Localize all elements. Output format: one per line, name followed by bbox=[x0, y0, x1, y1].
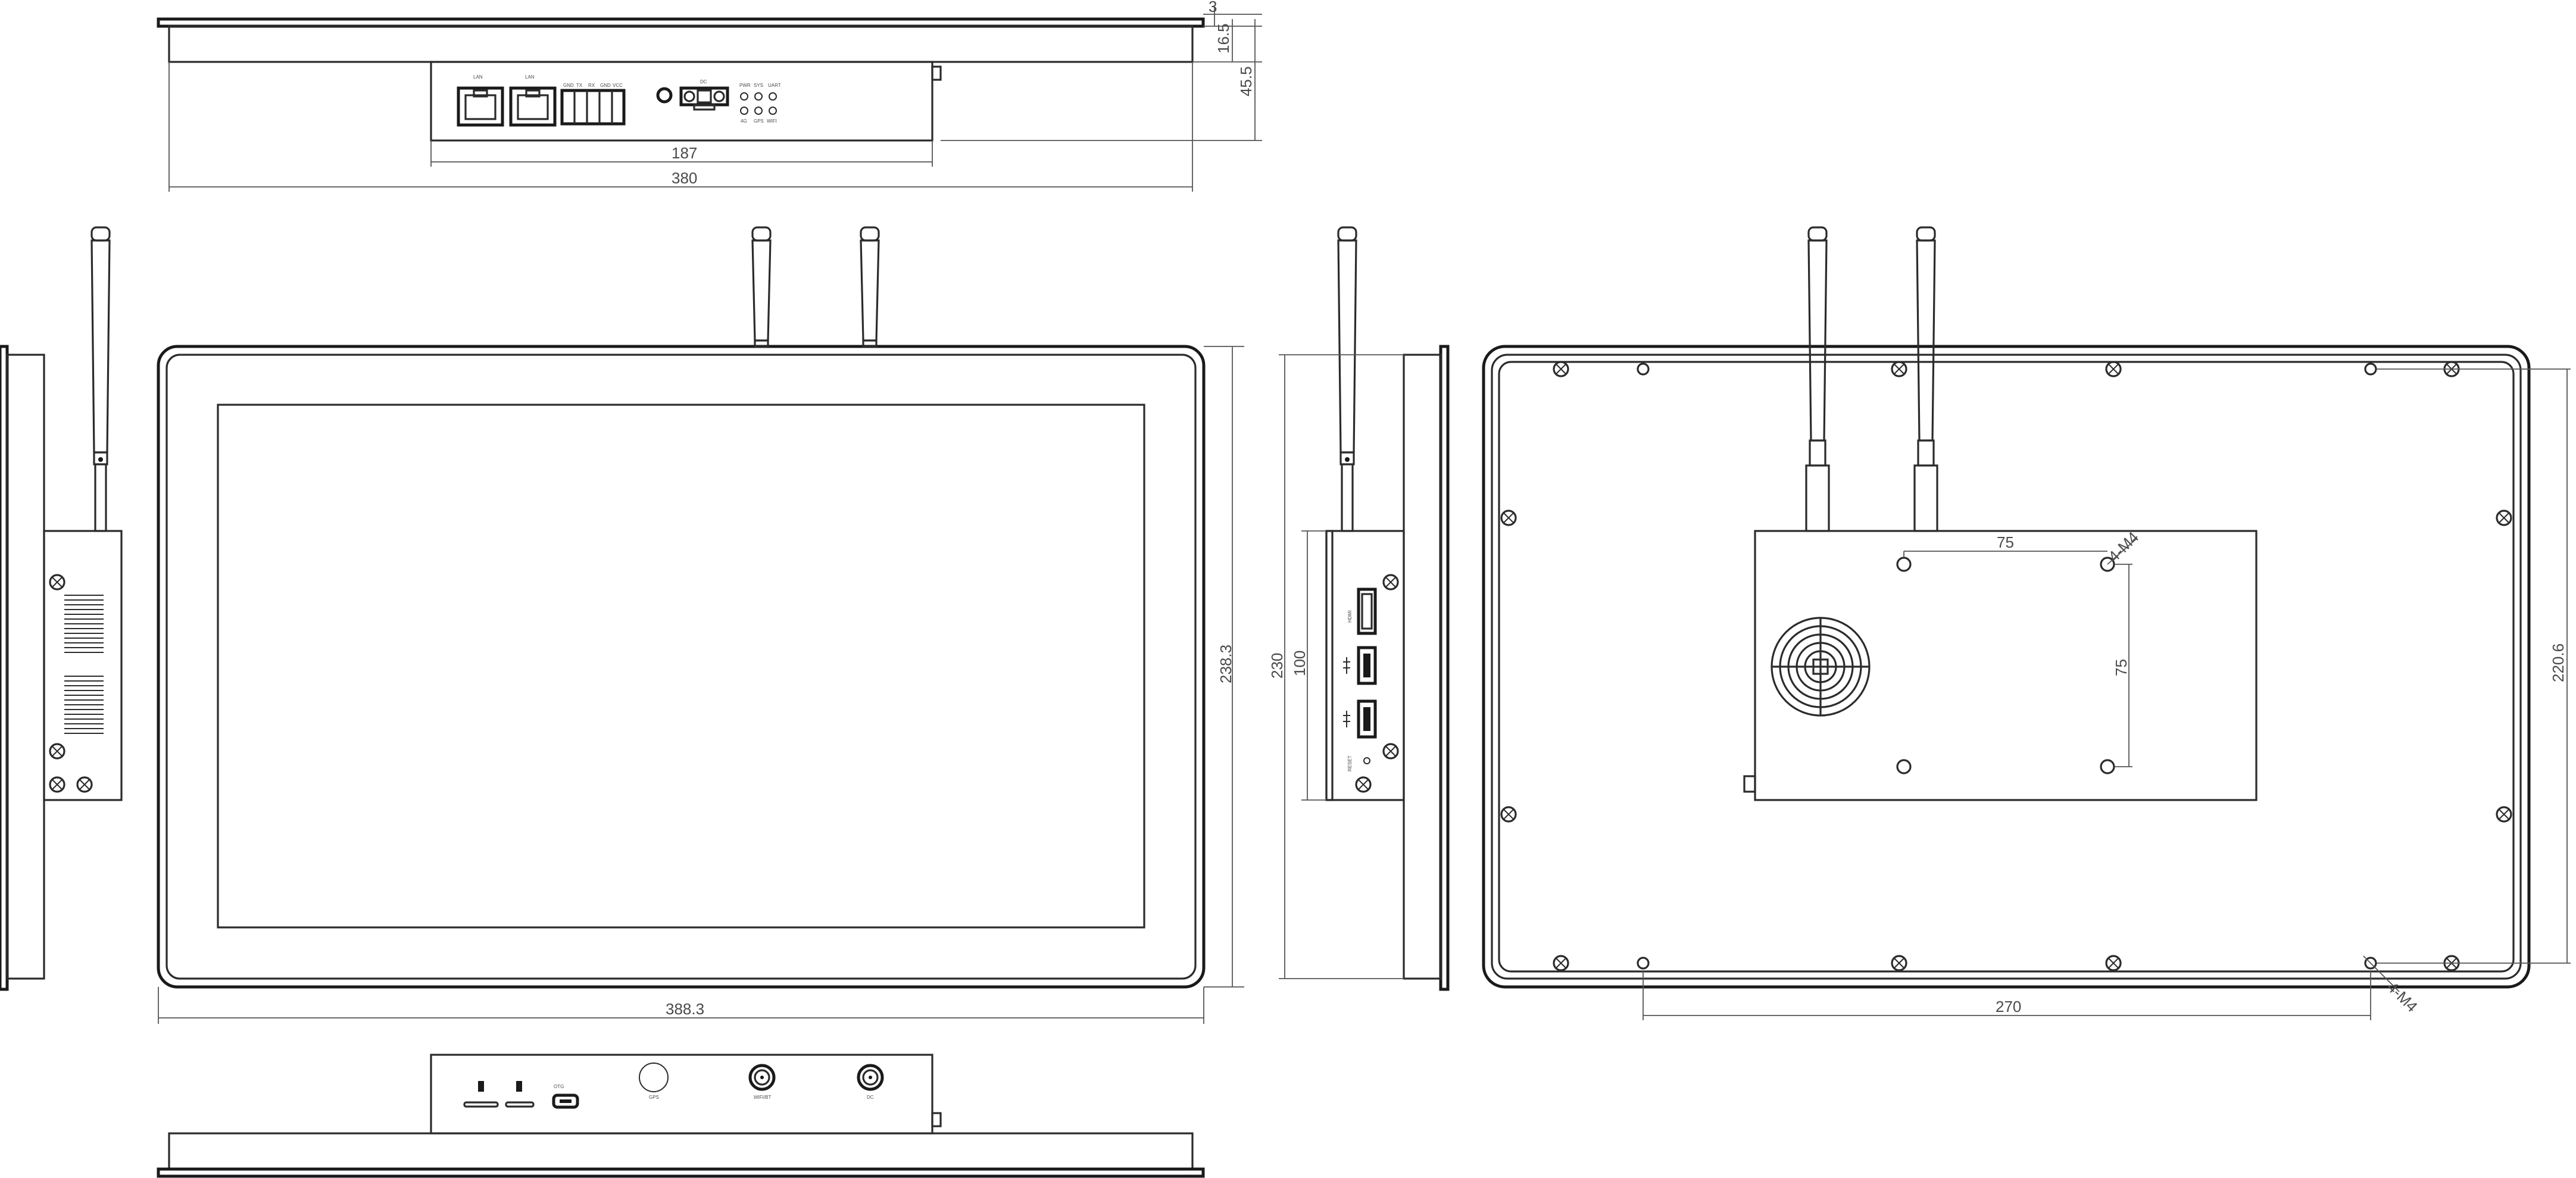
top-view-io-box bbox=[430, 61, 933, 142]
hdmi-label: HDMI bbox=[1347, 611, 1353, 623]
bottom-io-box bbox=[430, 1054, 933, 1135]
dim-mount-height: 220.6 bbox=[2549, 643, 2567, 682]
bottom-io-connector bbox=[931, 1112, 942, 1127]
left-antenna bbox=[90, 226, 111, 532]
led-label-2: SYS bbox=[754, 83, 763, 88]
dc-terminal: DC bbox=[679, 79, 729, 111]
uart-label-2: TX bbox=[576, 83, 583, 88]
dim-front-height: 238.3 bbox=[1217, 645, 1235, 683]
uart-label-4: GND bbox=[600, 83, 611, 88]
reset-label: RESET bbox=[1347, 755, 1353, 771]
dc-power-connector: DC bbox=[857, 1064, 884, 1100]
usb-icon-2 bbox=[1343, 711, 1350, 727]
dc-terminal-label: DC bbox=[700, 79, 707, 85]
sim-card-slot bbox=[505, 1081, 535, 1108]
led-label-5: GPS bbox=[754, 118, 764, 124]
left-side-screws bbox=[49, 574, 93, 793]
bottom-view-bezel bbox=[157, 1167, 1205, 1178]
rear-compute-box bbox=[1754, 530, 2257, 801]
rear-bezel-outer bbox=[1482, 345, 2531, 989]
left-side-view bbox=[0, 226, 123, 991]
right-side-bezel bbox=[1439, 345, 1450, 991]
front-bezel-outer bbox=[157, 345, 1206, 989]
lan-port-2: LAN bbox=[509, 74, 557, 127]
right-side-housing bbox=[1403, 354, 1442, 980]
front-antenna-1 bbox=[751, 226, 772, 348]
wifi-bt-connector: WIFI/BT bbox=[748, 1064, 776, 1100]
uart-label-1: GND bbox=[563, 83, 574, 88]
right-side-view: HDMI RESET 230 100 bbox=[1268, 226, 1450, 991]
bottom-view: OTG GPS WIFI/BT DC bbox=[157, 1054, 1205, 1178]
led-label-3: UART bbox=[768, 83, 781, 88]
reset-button bbox=[1363, 757, 1370, 764]
otg-port: OTG bbox=[552, 1084, 579, 1109]
rear-antenna-2 bbox=[1913, 226, 1938, 532]
dim-side-height: 230 bbox=[1268, 653, 1286, 679]
top-view-io-connector bbox=[931, 65, 942, 81]
dim-mount-spacing: 270 bbox=[1996, 998, 2021, 1015]
dim-side-box-height: 100 bbox=[1291, 651, 1309, 676]
led-indicators: PWR SYS UART 4G GPS WIFI bbox=[739, 83, 781, 124]
right-antenna bbox=[1337, 226, 1357, 532]
lan-port-1: LAN bbox=[457, 74, 504, 127]
rear-antenna-1 bbox=[1805, 226, 1830, 532]
dim-box-width: 187 bbox=[672, 144, 697, 162]
left-side-bezel bbox=[0, 345, 9, 991]
right-side-box-front bbox=[1325, 530, 1334, 801]
gps-connector: GPS bbox=[639, 1063, 669, 1100]
dim-vesa-horizontal: 75 bbox=[1997, 533, 2014, 551]
dim-top-thickness: 3 bbox=[1209, 0, 1217, 15]
right-side-screws bbox=[1355, 574, 1399, 793]
usb-icon-1 bbox=[1343, 657, 1350, 674]
wifi-label: WIFI/BT bbox=[754, 1095, 771, 1100]
rear-panel bbox=[1498, 361, 2515, 973]
left-side-vents bbox=[64, 595, 104, 734]
lan-label-2: LAN bbox=[525, 74, 535, 80]
top-view-bezel bbox=[157, 17, 1205, 28]
top-view: LAN LAN GND TX RX GND VCC bbox=[157, 0, 1262, 192]
dim-overall-width: 380 bbox=[672, 169, 697, 187]
usb-port-2 bbox=[1343, 699, 1377, 739]
uart-label-5: VCC bbox=[613, 83, 623, 88]
dim-vesa-screw: 4-M4 bbox=[2104, 528, 2142, 565]
uart-label-3: RX bbox=[588, 83, 595, 88]
sd-card-slot bbox=[463, 1081, 499, 1108]
dc-label: DC bbox=[867, 1095, 874, 1100]
gps-label: GPS bbox=[649, 1095, 659, 1100]
front-bezel-inner bbox=[166, 354, 1197, 980]
led-label-6: WIFI bbox=[767, 118, 777, 124]
rear-bezel-inner bbox=[1491, 354, 2522, 980]
rear-view: 75 75 4-M4 270 220.6 4-M4 bbox=[1482, 226, 2571, 1020]
dim-mount-screw: 4-M4 bbox=[2384, 978, 2421, 1015]
cooling-fan-grille bbox=[1771, 617, 1871, 717]
rear-mount-holes bbox=[1637, 363, 2377, 970]
led-label-4: 4G bbox=[741, 118, 747, 124]
led-label-1: PWR bbox=[739, 83, 751, 88]
dim-top-bezel-depth: 16.5 bbox=[1214, 23, 1232, 54]
rear-mount-screws bbox=[1500, 361, 2512, 971]
usb-port-1 bbox=[1343, 646, 1377, 685]
front-screen-area bbox=[217, 404, 1145, 929]
uart-terminal-block: GND TX RX GND VCC bbox=[560, 83, 626, 126]
bottom-view-housing bbox=[168, 1132, 1194, 1170]
vesa-holes bbox=[1896, 557, 2115, 774]
otg-label: OTG bbox=[554, 1084, 564, 1089]
front-view: 238.3 388.3 bbox=[157, 226, 1244, 1024]
rear-compute-box-connector bbox=[1743, 775, 1756, 793]
dim-top-total-depth: 45.5 bbox=[1237, 66, 1255, 96]
left-side-box bbox=[43, 530, 123, 801]
dim-front-width: 388.3 bbox=[666, 1000, 704, 1018]
front-antenna-2 bbox=[860, 226, 880, 348]
lan-label-1: LAN bbox=[473, 74, 483, 80]
left-side-housing bbox=[6, 354, 45, 980]
hdmi-port: HDMI bbox=[1347, 588, 1377, 635]
dim-vesa-vertical: 75 bbox=[2112, 659, 2130, 676]
top-power-button bbox=[656, 87, 673, 104]
top-view-housing bbox=[168, 25, 1194, 63]
